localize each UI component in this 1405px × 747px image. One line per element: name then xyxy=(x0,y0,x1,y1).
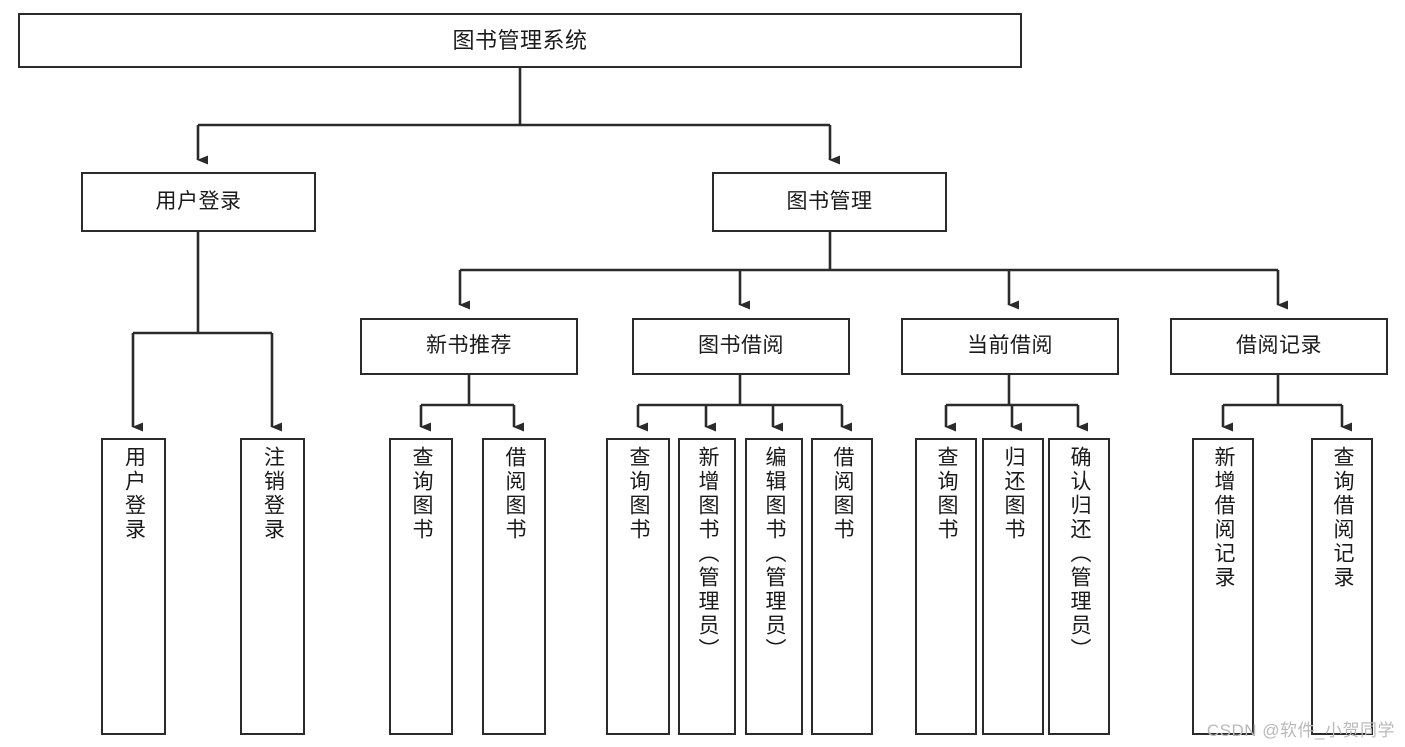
node-leaf-add-book[interactable]: 新增图书（管理员） xyxy=(678,438,736,735)
node-leaf-query-record[interactable]: 查询借阅记录 xyxy=(1311,438,1373,735)
watermark-text: CSDN @软件_小贺同学 xyxy=(1206,721,1395,740)
node-leaf-query-book-3[interactable]: 查询图书 xyxy=(915,438,977,735)
node-current-borrow[interactable]: 当前借阅 xyxy=(901,318,1119,375)
node-leaf-edit-book[interactable]: 编辑图书（管理员） xyxy=(745,438,803,735)
node-leaf-user-login[interactable]: 用户登录 xyxy=(101,438,166,735)
node-borrow-record[interactable]: 借阅记录 xyxy=(1170,318,1388,375)
node-leaf-query-book-1-label: 查询图书 xyxy=(410,446,434,542)
node-leaf-query-book-3-label: 查询图书 xyxy=(935,446,959,542)
node-leaf-borrow-book-1-label: 借阅图书 xyxy=(503,446,527,542)
node-book-management[interactable]: 图书管理 xyxy=(712,172,947,232)
node-book-borrow[interactable]: 图书借阅 xyxy=(632,318,850,375)
node-book-management-label: 图书管理 xyxy=(786,189,873,213)
node-new-book-recommend-label: 新书推荐 xyxy=(426,334,512,358)
node-leaf-borrow-book-2-label: 借阅图书 xyxy=(831,446,855,542)
node-root-system[interactable]: 图书管理系统 xyxy=(18,13,1022,68)
node-leaf-borrow-book-1[interactable]: 借阅图书 xyxy=(482,438,546,735)
node-new-book-recommend[interactable]: 新书推荐 xyxy=(360,318,578,375)
node-book-borrow-label: 图书借阅 xyxy=(698,334,784,358)
node-leaf-add-record-label: 新增借阅记录 xyxy=(1212,446,1236,590)
node-leaf-query-record-label: 查询借阅记录 xyxy=(1331,446,1355,590)
node-leaf-query-book-1[interactable]: 查询图书 xyxy=(389,438,453,735)
node-leaf-borrow-book-2[interactable]: 借阅图书 xyxy=(811,438,873,735)
node-leaf-add-book-label: 新增图书（管理员） xyxy=(696,446,720,662)
node-borrow-record-label: 借阅记录 xyxy=(1236,334,1322,358)
node-leaf-query-book-2-label: 查询图书 xyxy=(627,446,651,542)
node-current-borrow-label: 当前借阅 xyxy=(967,334,1053,358)
node-leaf-confirm-return[interactable]: 确认归还（管理员） xyxy=(1048,438,1110,735)
node-leaf-return-book[interactable]: 归还图书 xyxy=(982,438,1044,735)
node-leaf-user-login-label: 用户登录 xyxy=(122,446,146,542)
node-leaf-query-book-2[interactable]: 查询图书 xyxy=(606,438,670,735)
node-user-login-label: 用户登录 xyxy=(155,189,242,213)
node-leaf-return-book-label: 归还图书 xyxy=(1002,446,1026,542)
node-root-label: 图书管理系统 xyxy=(452,27,588,53)
node-leaf-confirm-return-label: 确认归还（管理员） xyxy=(1068,446,1092,662)
node-user-login[interactable]: 用户登录 xyxy=(81,172,316,232)
node-leaf-logout-login[interactable]: 注销登录 xyxy=(240,438,305,735)
node-leaf-edit-book-label: 编辑图书（管理员） xyxy=(763,446,787,662)
node-leaf-logout-login-label: 注销登录 xyxy=(261,446,285,542)
node-leaf-add-record[interactable]: 新增借阅记录 xyxy=(1192,438,1254,735)
